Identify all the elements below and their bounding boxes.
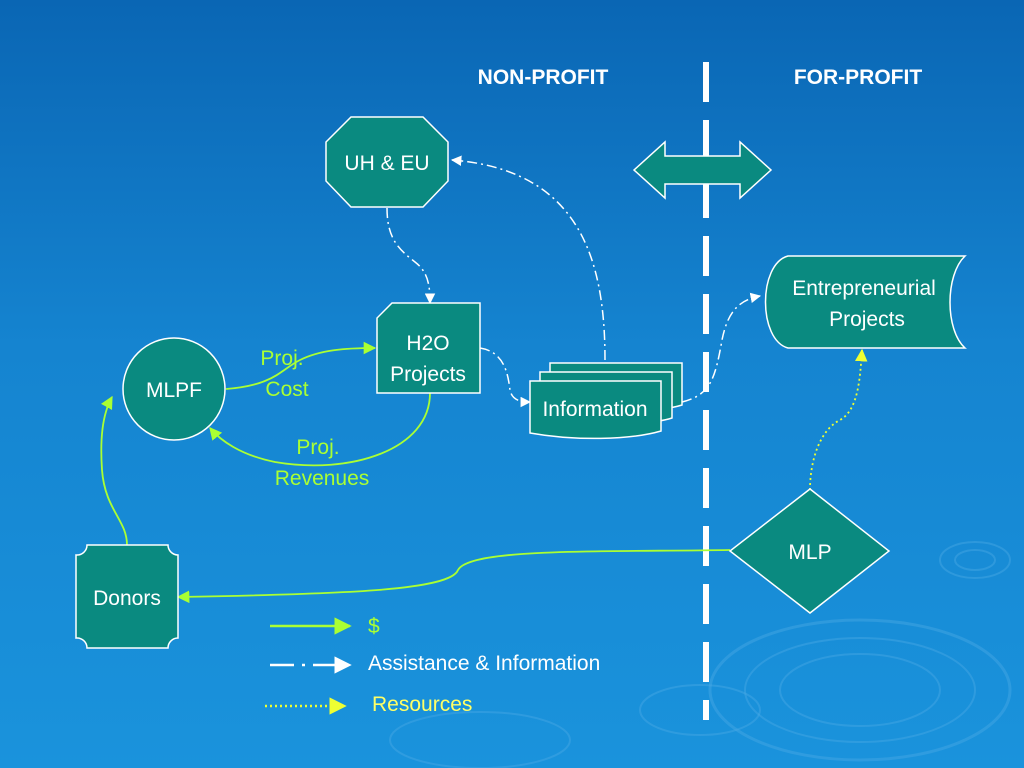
edge-uh-to-h2o xyxy=(386,207,436,305)
money-edges xyxy=(100,341,731,604)
assistance-edges xyxy=(386,155,762,408)
proj-revenues-label-line1: Proj. xyxy=(296,436,339,459)
non-profit-header: NON-PROFIT xyxy=(478,66,609,89)
proj-cost-label-line2: Cost xyxy=(265,378,308,401)
legend-resources-label: Resources xyxy=(372,693,472,716)
node-entrepreneurial-projects: Entrepreneurial Projects xyxy=(764,255,967,349)
node-donors: Donors xyxy=(75,544,179,649)
information-label: Information xyxy=(542,398,647,421)
node-information: Information xyxy=(529,362,683,440)
entre-label-line1: Entrepreneurial xyxy=(792,277,936,300)
entre-label-line2: Projects xyxy=(829,308,905,331)
edge-info-to-entre xyxy=(681,292,762,403)
edge-mlpf-to-h2o xyxy=(225,341,377,390)
node-h2o-projects: H2O Projects xyxy=(376,302,481,394)
node-mlpf: MLPF xyxy=(122,337,226,441)
exchange-double-arrow xyxy=(632,140,773,200)
node-mlp: MLP xyxy=(728,488,891,614)
proj-cost-label-line1: Proj. xyxy=(260,347,303,370)
for-profit-header: FOR-PROFIT xyxy=(794,66,922,89)
legend-assistance-label: Assistance & Information xyxy=(368,652,600,675)
background-ripples xyxy=(389,541,1012,768)
uh-eu-label: UH & EU xyxy=(344,152,429,175)
legend-money-label: $ xyxy=(368,615,380,638)
edge-mlp-to-entre xyxy=(809,348,868,491)
edge-mlp-to-donors xyxy=(176,549,731,604)
h2o-label-line1: H2O xyxy=(406,332,449,355)
proj-revenues-label-line2: Revenues xyxy=(275,467,370,490)
edge-h2o-to-info xyxy=(479,347,532,408)
edge-h2o-to-mlpf xyxy=(209,392,431,467)
donors-label: Donors xyxy=(93,587,161,610)
node-uh-eu: UH & EU xyxy=(325,116,449,208)
legend: $ Assistance & Information Resources xyxy=(265,615,600,716)
mlp-label: MLP xyxy=(788,541,831,564)
h2o-label-line2: Projects xyxy=(390,363,466,386)
edge-donors-to-mlpf xyxy=(100,395,128,546)
mlpf-label: MLPF xyxy=(146,379,202,402)
